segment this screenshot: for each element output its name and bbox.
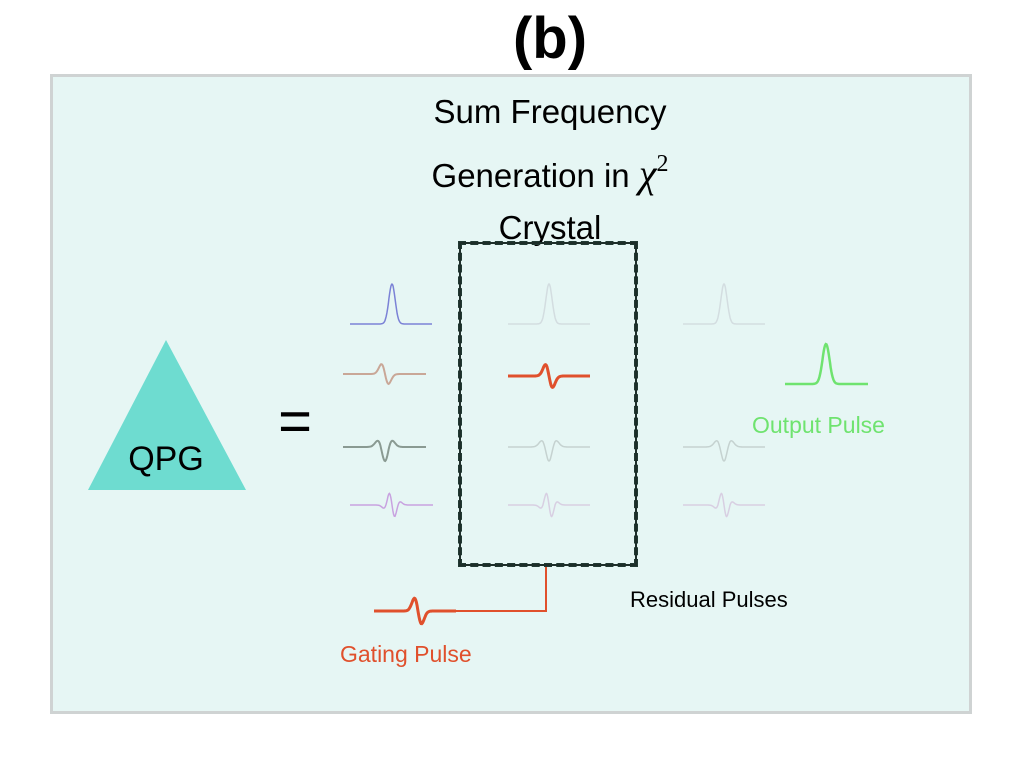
- equals-sign: =: [278, 389, 312, 454]
- input-pulse-mode-1: [350, 283, 432, 325]
- chi-symbol: χ: [638, 151, 657, 196]
- input-pulse-mode-2: [343, 363, 426, 386]
- residual-pulse-mode-1: [683, 282, 765, 325]
- title-line-2-prefix: Generation in: [431, 157, 639, 194]
- panel-label: (b): [512, 6, 588, 71]
- input-pulse-mode-4: [350, 492, 433, 518]
- diagram-panel: [50, 74, 972, 714]
- qpg-triangle-icon: [88, 340, 246, 490]
- residual-pulses-label: Residual Pulses: [630, 587, 788, 612]
- qpg-label: QPG: [128, 440, 204, 478]
- input-pulse-mode-3: [343, 439, 426, 463]
- title-line-3: Crystal: [498, 209, 602, 246]
- crystal-pulse-mode-3: [508, 440, 590, 462]
- output-pulse: [785, 342, 868, 386]
- title-line-2: Generation in χ2: [390, 138, 710, 202]
- crystal-pulse-selected-mode: [508, 363, 590, 389]
- chi2-crystal-box: [458, 241, 638, 567]
- gating-pulse: [374, 596, 456, 626]
- chi-exponent: 2: [656, 151, 669, 177]
- output-pulse-label: Output Pulse: [752, 412, 885, 438]
- residual-pulse-mode-4: [683, 492, 765, 518]
- crystal-title: Sum Frequency Generation in χ2 Crystal: [390, 86, 710, 254]
- gating-connector-line: [456, 567, 547, 612]
- residual-pulse-mode-3: [683, 440, 765, 462]
- crystal-pulse-mode-1: [508, 282, 590, 325]
- title-line-1: Sum Frequency: [433, 93, 667, 130]
- crystal-pulse-mode-4: [508, 492, 590, 518]
- gating-pulse-label: Gating Pulse: [340, 641, 472, 667]
